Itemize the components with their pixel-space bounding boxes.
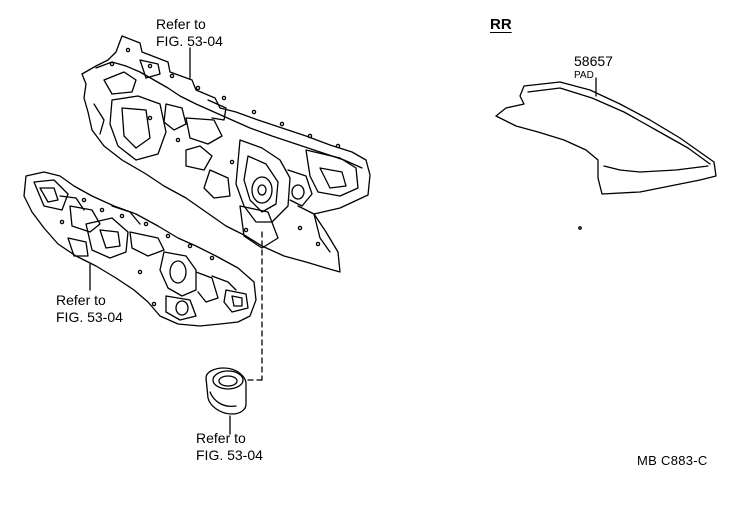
callout-left-line1: Refer to: [56, 292, 106, 308]
rr-pad: [495, 81, 717, 195]
diagram-code: MB C883-C: [637, 453, 708, 468]
section-heading-rr: RR: [490, 16, 512, 33]
callout-top: Refer to FIG. 53-04: [156, 16, 223, 50]
callout-bottom-line2: FIG. 53-04: [196, 447, 263, 463]
callout-bottom: Refer to FIG. 53-04: [196, 430, 263, 464]
rr-part-number: 58657: [574, 53, 613, 69]
callout-left-line2: FIG. 53-04: [56, 309, 123, 325]
callout-bottom-line1: Refer to: [196, 430, 246, 446]
speck: [578, 226, 582, 230]
dash-panel-insulator-outer: [81, 35, 371, 273]
rr-part-name: PAD: [574, 70, 594, 81]
callout-top-line1: Refer to: [156, 16, 206, 32]
grommet: [205, 367, 247, 415]
rr-part-label: 58657 PAD: [574, 53, 613, 81]
grommet-guide: [243, 231, 263, 381]
callout-top-line2: FIG. 53-04: [156, 33, 223, 49]
dash-insulator-inner: [23, 171, 257, 327]
callout-left: Refer to FIG. 53-04: [56, 292, 123, 326]
